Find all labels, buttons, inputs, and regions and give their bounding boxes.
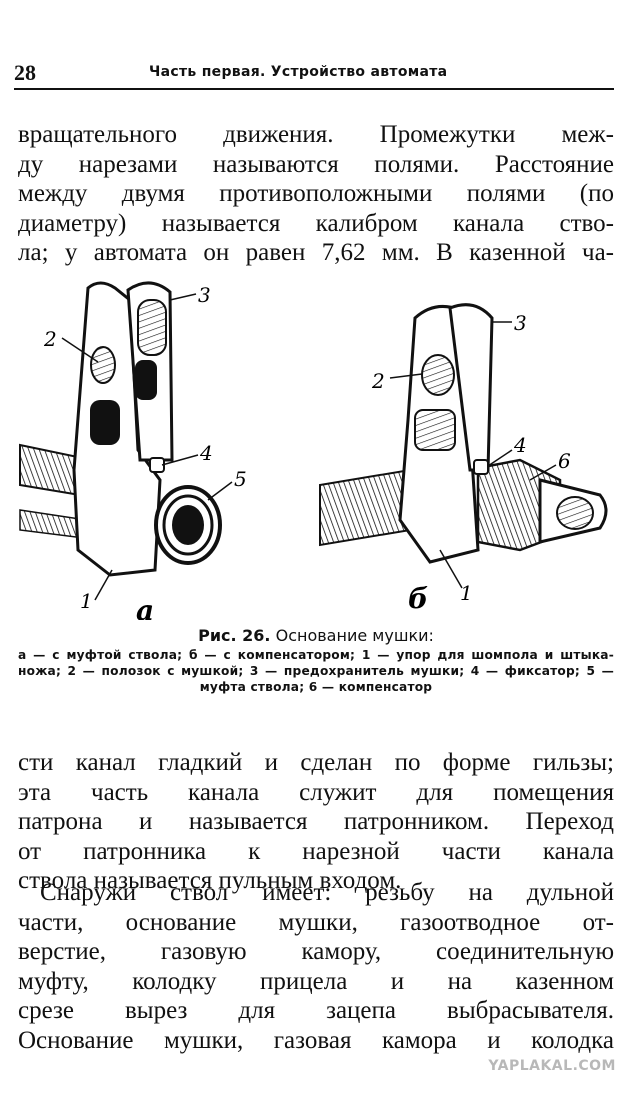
text-line: сти канал гладкий и сделан по форме гиль… <box>18 749 614 776</box>
text-line: между двумя противоположными полями (по <box>18 180 614 207</box>
text-line: муфту, колодку прицела и на казенном <box>18 967 614 995</box>
paragraph-2: сти канал гладкий и сделан по форме гиль… <box>18 748 614 896</box>
callout-label: 4 <box>199 441 213 465</box>
callout-label: 2 <box>371 369 385 393</box>
view-a-callouts: 2 3 4 5 1 а <box>43 283 247 627</box>
text-line: диаметру) называется калибром канала ств… <box>18 209 614 237</box>
view-a-drawing <box>19 281 222 577</box>
view-b-letter: б <box>408 582 428 615</box>
site-watermark: YAPLAKAL.COM <box>488 1058 616 1074</box>
view-b-callouts: 2 3 4 6 1 б <box>371 311 571 615</box>
text-line: срезе вырез для зацепа выбрасывателя. <box>18 997 614 1024</box>
text-line: эта часть канала служит для помещения <box>18 778 614 806</box>
callout-label: 3 <box>514 311 527 335</box>
paragraph-1: вращательного движения. Промежутки меж- … <box>18 120 614 268</box>
text-line: ду нарезами называются полями. Расстояни… <box>18 150 614 178</box>
callout-label: 5 <box>234 467 247 491</box>
callout-label: 2 <box>43 327 57 351</box>
page-number: 28 <box>14 60 36 85</box>
text-line: от патронника к нарезной части канала <box>18 837 614 865</box>
callout-label: 3 <box>198 283 211 307</box>
text-line: части, основание мушки, газоотводное от- <box>18 908 614 936</box>
text-line: ла; у автомата он равен 7,62 мм. В казен… <box>18 239 614 266</box>
paragraph-3: Снаружи ствол имеет: резьбу на дульной ч… <box>18 878 614 1055</box>
callout-label: 4 <box>513 433 527 457</box>
caption-label: Рис. 26. <box>198 626 271 645</box>
text-line: Снаружи ствол имеет: резьбу на дульной <box>40 879 614 906</box>
text-line: вращательного движения. Промежутки меж- <box>18 121 614 148</box>
view-a-letter: а <box>136 594 154 620</box>
text-line: патрона и называется патронником. Перехо… <box>18 808 614 835</box>
text-line: ствола называется пульным входом. <box>18 867 402 894</box>
callout-label: 1 <box>460 581 473 605</box>
view-b-drawing <box>319 303 608 564</box>
page-header: 28 Часть первая. Устройство автомата <box>14 58 614 90</box>
figure-caption: Рис. 26. Основание мушки: а — с муфтой с… <box>18 628 614 695</box>
caption-title: Основание мушки: <box>275 626 434 645</box>
callout-label: 1 <box>80 589 93 613</box>
caption-body: а — с муфтой ствола; б — с компенсатором… <box>18 648 614 694</box>
running-title: Часть первая. Устройство автомата <box>149 64 448 80</box>
caption-title-line: Рис. 26. Основание мушки: <box>18 628 614 644</box>
figure-26: 2 3 4 5 1 а 2 <box>0 270 640 627</box>
front-sight-base-illustration: 2 3 4 5 1 а 2 <box>19 281 608 627</box>
text-line: Основание мушки, газовая камора и колодк… <box>18 1026 614 1054</box>
callout-label: 6 <box>558 449 571 473</box>
text-line: верстие, газовую камору, соединительную <box>18 938 614 965</box>
